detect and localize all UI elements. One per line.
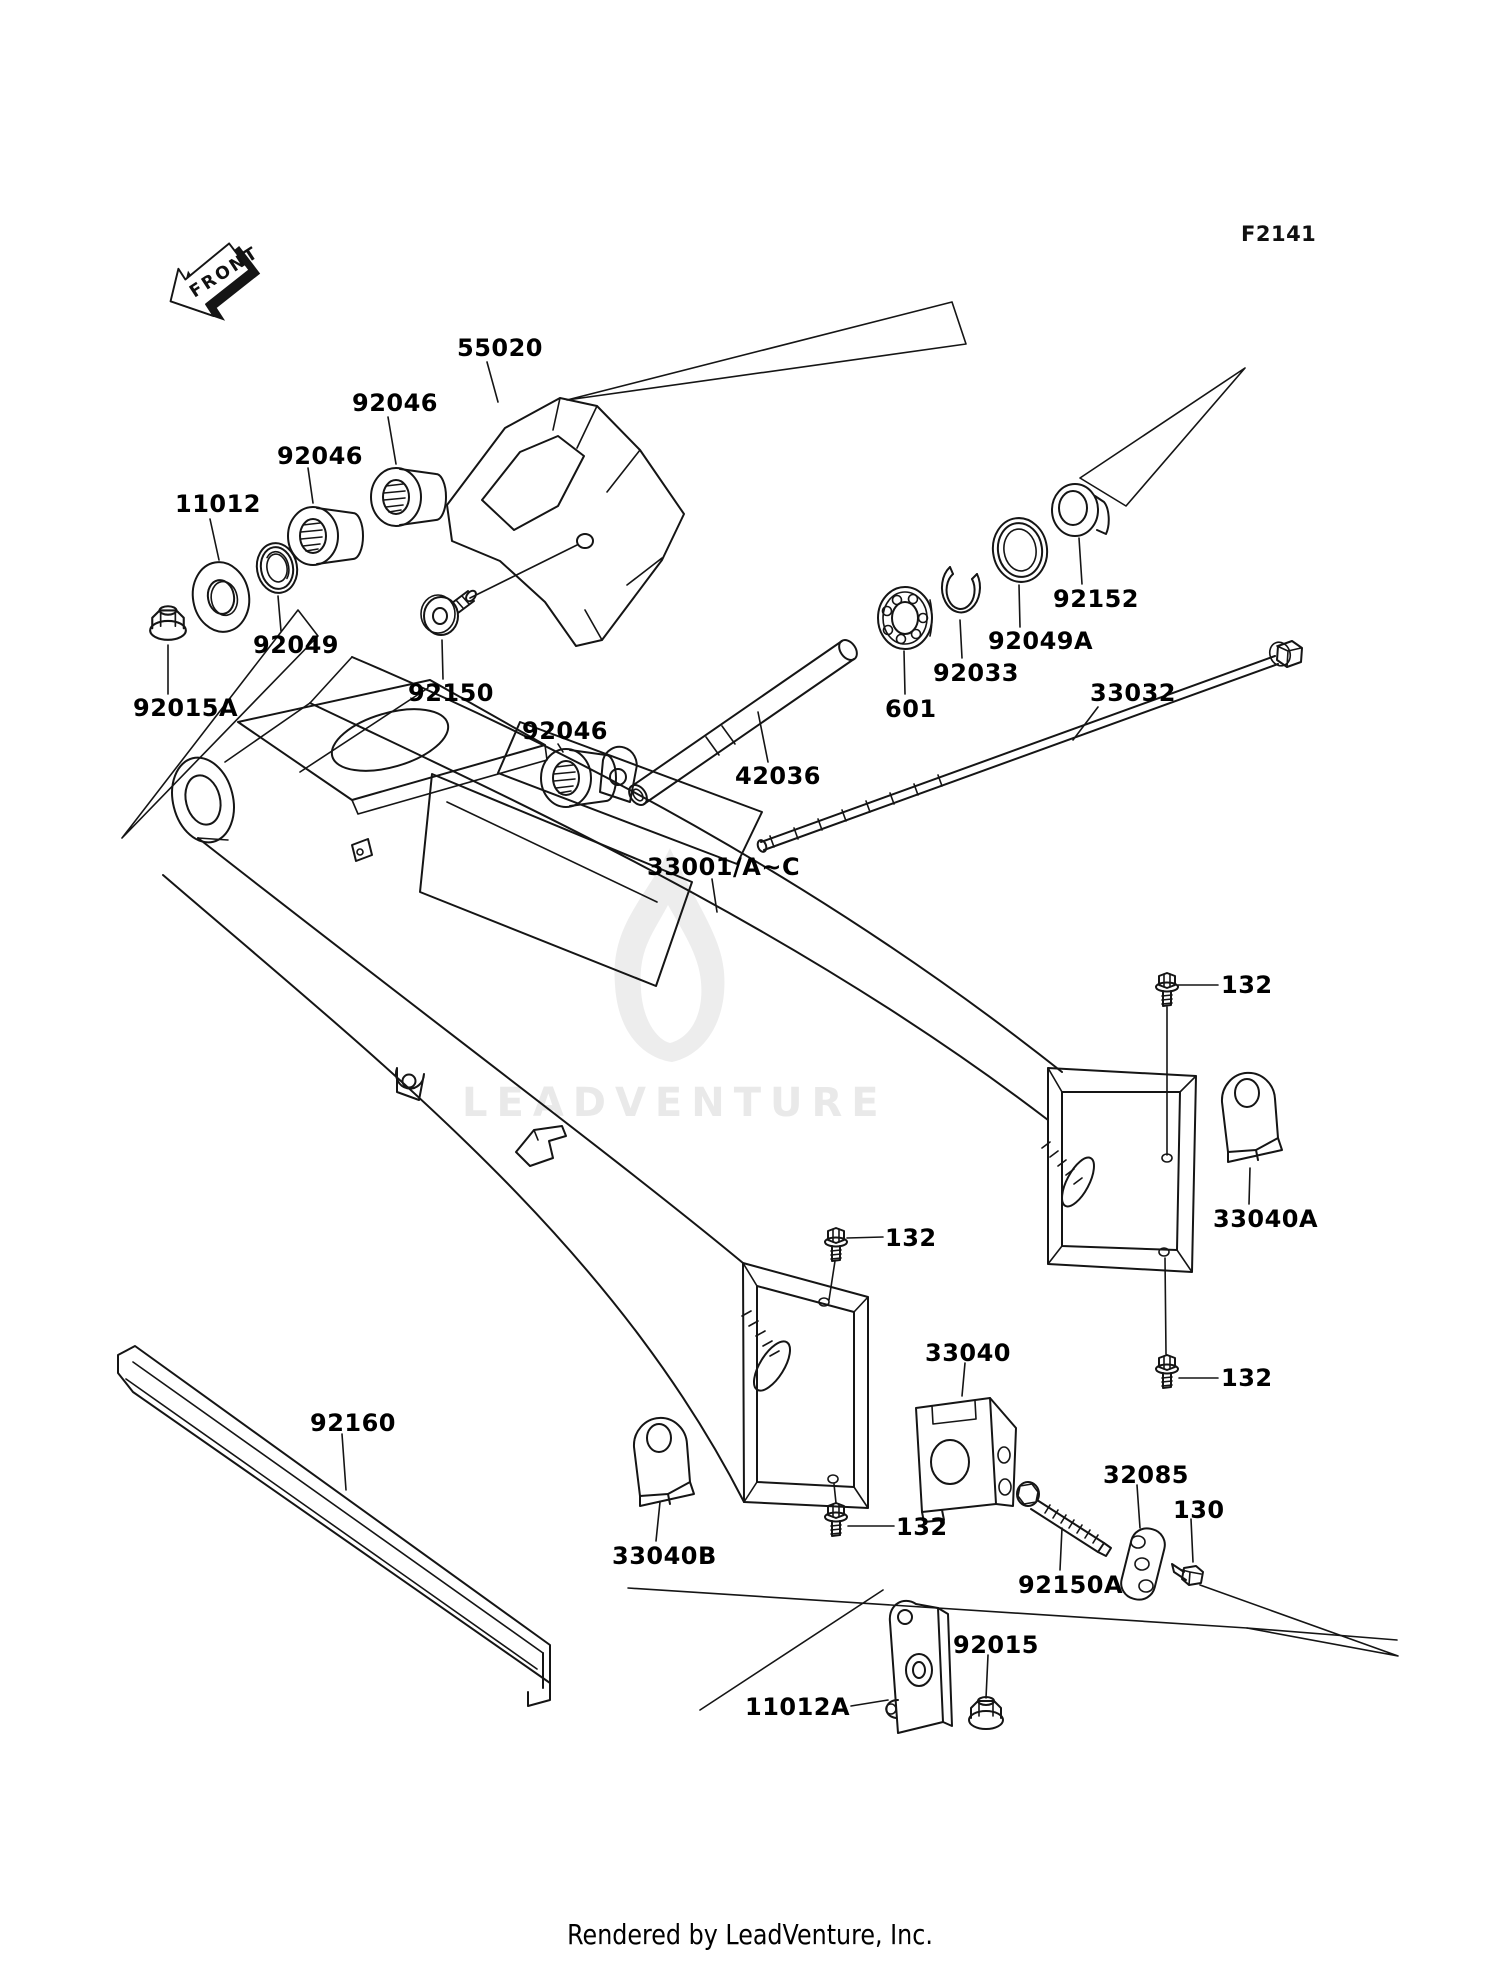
part-drawing-33001-swingarm: [162, 656, 1197, 1509]
part-drawing-11012-washer: [191, 561, 251, 633]
part-drawing-130-bolt: [1171, 1563, 1204, 1586]
part-drawing-92150-bolt: [420, 589, 477, 636]
part-label-92046-2: 92046: [277, 442, 363, 470]
part-label-92150A: 92150A: [1018, 1571, 1124, 1599]
part-label-92015: 92015: [953, 1631, 1039, 1659]
part-label-92150: 92150: [408, 679, 494, 707]
watermark-text: LEADVENTURE: [462, 1080, 888, 1126]
pointer-arrows: [121, 301, 1399, 1711]
part-drawing-33040B-bracket: [632, 1416, 695, 1507]
part-drawing-601-bearing: [877, 586, 933, 650]
part-drawing-33032-pivot-bolt: [756, 640, 1303, 853]
part-label-92152: 92152: [1053, 585, 1139, 613]
part-label-92046-3: 92046: [522, 717, 608, 745]
part-label-92015A: 92015A: [133, 694, 239, 722]
part-label-132-2: 132: [1221, 1364, 1273, 1392]
footer-credit: Rendered by LeadVenture, Inc.: [567, 1918, 933, 1951]
part-drawing-92152-collar: [1051, 483, 1110, 537]
part-label-92049A: 92049A: [988, 627, 1094, 655]
part-drawing-92049A-seal: [991, 517, 1049, 583]
part-drawing-42036-shaft: [628, 639, 858, 806]
part-label-132-4: 132: [896, 1513, 948, 1541]
part-label-33040B: 33040B: [612, 1542, 717, 1570]
part-label-130: 130: [1173, 1496, 1225, 1524]
part-label-42036: 42036: [735, 762, 821, 790]
part-label-32085: 32085: [1103, 1461, 1189, 1489]
part-label-92033: 92033: [933, 659, 1019, 687]
part-label-132-3: 132: [885, 1224, 937, 1252]
part-drawing-32085-plate: [1120, 1527, 1166, 1601]
part-drawing-92049-seal: [255, 542, 299, 594]
part-drawing-33040A-bracket: [1220, 1071, 1283, 1163]
part-label-601: 601: [885, 695, 937, 723]
part-label-92160: 92160: [310, 1409, 396, 1437]
part-drawing-33040-adjuster: [915, 1397, 1017, 1523]
leader-lines: [167, 361, 1251, 1707]
part-label-11012A: 11012A: [745, 1693, 851, 1721]
part-drawing-92033-circlip: [940, 566, 981, 614]
part-label-92049: 92049: [253, 631, 339, 659]
part-label-92046-1: 92046: [352, 389, 438, 417]
part-drawing-92160-guard: [117, 1345, 551, 1707]
part-label-33032: 33032: [1090, 679, 1176, 707]
part-label-33001: 33001/A~C: [647, 853, 801, 881]
part-drawing-11012A-block: [885, 1599, 953, 1734]
part-label-33040A: 33040A: [1213, 1205, 1319, 1233]
part-label-33040: 33040: [925, 1339, 1011, 1367]
figure-code: F2141: [1241, 222, 1317, 246]
part-label-11012: 11012: [175, 490, 261, 518]
watermark-flame-logo: [614, 848, 725, 1062]
part-label-132-1: 132: [1221, 971, 1273, 999]
part-drawing-92150A-bolt: [1016, 1481, 1112, 1557]
part-drawing-55020-chain-slider: [446, 397, 685, 647]
part-label-55020: 55020: [457, 334, 543, 362]
